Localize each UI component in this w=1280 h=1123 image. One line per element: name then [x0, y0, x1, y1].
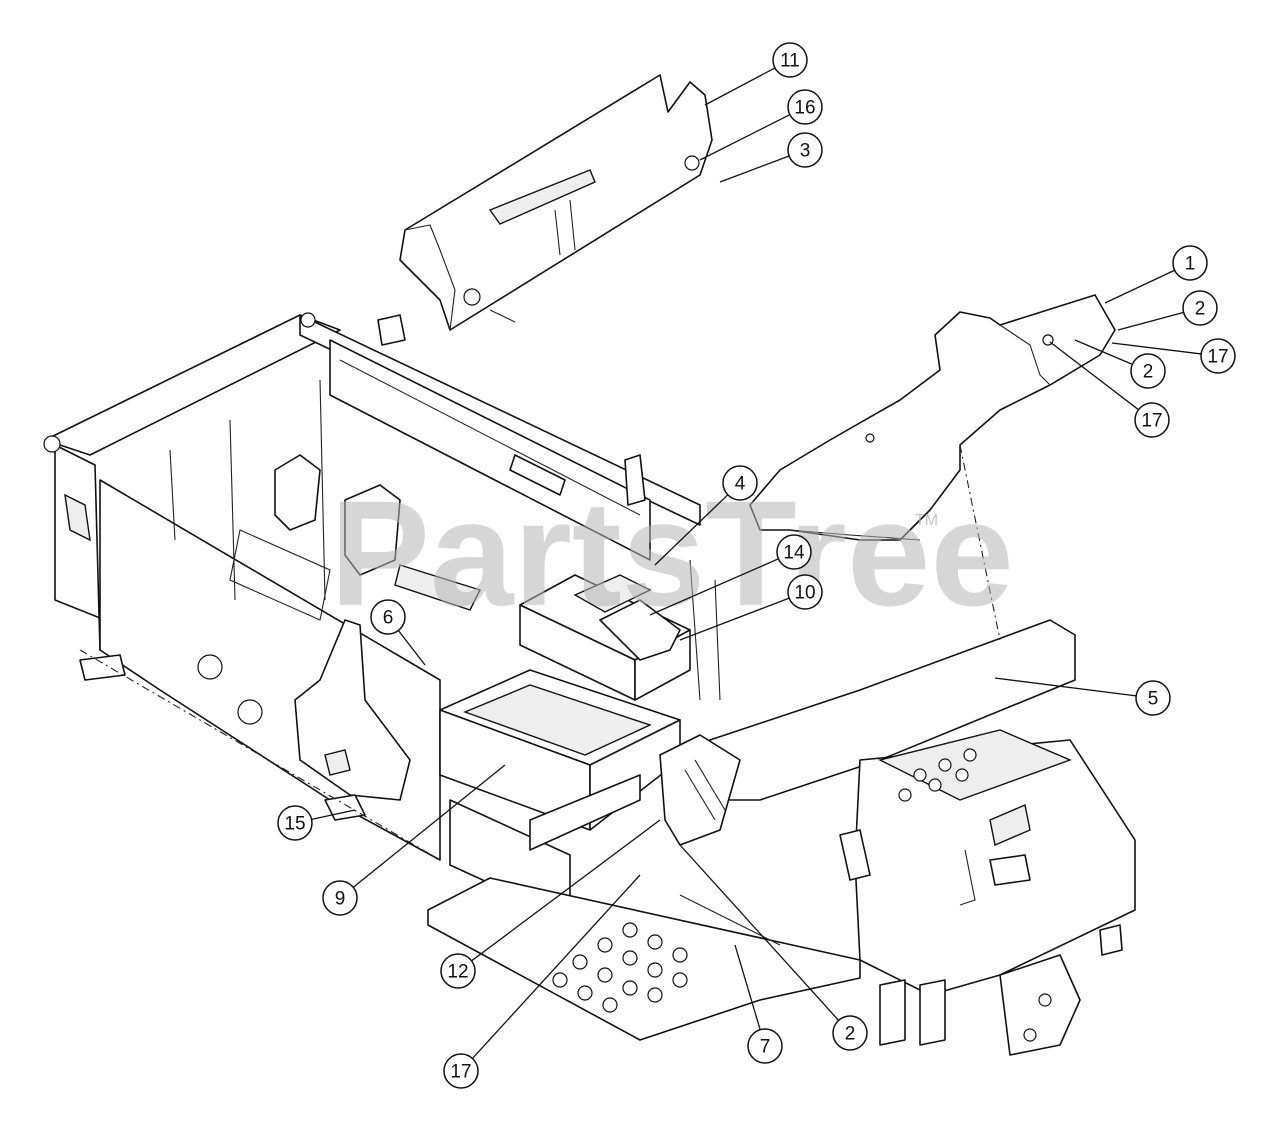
callout-leader	[1049, 341, 1139, 411]
callout-number: 12	[447, 962, 468, 983]
callout-bubble	[747, 1028, 783, 1064]
watermark-trademark: TM	[915, 512, 938, 529]
callout-number: 11	[780, 51, 800, 72]
callout-leader	[679, 844, 840, 1021]
callout-17: 17	[443, 874, 641, 1089]
callout-leader	[734, 944, 761, 1030]
callout-5: 5	[994, 677, 1171, 716]
callout-number: 2	[845, 1024, 856, 1045]
callout-number: 6	[383, 608, 394, 629]
callout-3: 3	[719, 132, 823, 183]
callout-number: 2	[1195, 299, 1206, 320]
callout-number: 3	[800, 141, 811, 162]
callout-bubble	[1182, 290, 1218, 326]
callout-bubble	[787, 574, 823, 610]
callout-12: 12	[440, 819, 661, 989]
callout-number: 17	[450, 1062, 471, 1083]
callout-4: 4	[654, 465, 758, 566]
callout-number: 7	[760, 1037, 771, 1058]
callout-bubble	[772, 42, 808, 78]
callout-number: 17	[1207, 347, 1228, 368]
callout-bubble	[440, 953, 476, 989]
callout-bubble	[832, 1015, 868, 1051]
callout-number: 10	[794, 583, 815, 604]
callout-bubble	[1134, 402, 1170, 438]
callout-leader	[699, 114, 791, 161]
callout-bubble	[443, 1053, 479, 1089]
floor-holes	[552, 922, 688, 1013]
alignment-line	[79, 649, 441, 861]
callout-leader	[1111, 342, 1202, 355]
front-frame-part	[659, 619, 1136, 1056]
callout-number: 5	[1148, 689, 1159, 710]
callout-14: 14	[649, 534, 812, 616]
watermark: PartsTree TM	[330, 469, 1014, 637]
callout-9: 9	[322, 764, 506, 916]
callout-7: 7	[734, 944, 783, 1064]
callout-leader	[1104, 269, 1175, 304]
callout-number: 17	[1141, 411, 1162, 432]
callout-1: 1	[1104, 245, 1208, 304]
callout-leader	[471, 819, 661, 962]
callout-2: 2	[1117, 290, 1218, 331]
callout-2: 2	[679, 844, 868, 1051]
seat-tray-part	[439, 669, 681, 921]
floor-plate-part	[427, 877, 861, 1041]
callout-bubble	[1135, 680, 1171, 716]
callout-leader	[397, 630, 426, 666]
callout-15: 15	[277, 805, 356, 841]
callout-number: 16	[794, 98, 815, 119]
callout-number: 9	[335, 889, 346, 910]
callout-leader	[654, 494, 729, 566]
callout-leader	[994, 677, 1137, 697]
callout-bubble	[1200, 338, 1236, 374]
callout-bubble	[277, 805, 313, 841]
callout-bubble	[787, 132, 823, 168]
callout-17: 17	[1049, 341, 1170, 438]
callout-number: 4	[735, 474, 746, 495]
callout-6: 6	[370, 599, 426, 666]
alignment-line	[959, 444, 1001, 641]
callout-leader	[1074, 339, 1133, 365]
callout-bubble	[787, 89, 823, 125]
callout-bubble	[370, 599, 406, 635]
callout-leader	[1117, 311, 1184, 331]
callout-bubble	[1130, 353, 1166, 389]
callout-leader	[649, 558, 779, 616]
main-frame-part	[43, 312, 701, 861]
callout-bubble	[776, 534, 812, 570]
callout-leader	[719, 155, 790, 183]
watermark-text: PartsTree	[330, 469, 1014, 637]
callout-leader	[311, 809, 356, 821]
callout-bubble	[322, 880, 358, 916]
callout-number: 1	[1185, 254, 1196, 275]
callout-11: 11	[704, 42, 808, 106]
callout-number: 14	[783, 543, 805, 564]
callout-2: 2	[1074, 339, 1166, 389]
callout-17: 17	[1111, 338, 1236, 374]
callout-number: 2	[1143, 362, 1154, 383]
callout-bubble	[722, 465, 758, 501]
center-box-part	[519, 559, 721, 701]
callout-leader	[352, 764, 506, 888]
callout-leader	[679, 597, 790, 641]
callout-10: 10	[679, 574, 823, 641]
callout-bubble	[1172, 245, 1208, 281]
callout-leader	[471, 874, 641, 1059]
top-cover-part	[399, 74, 713, 331]
callout-leader	[704, 67, 776, 106]
callout-number: 15	[284, 814, 305, 835]
callout-16: 16	[699, 89, 823, 161]
